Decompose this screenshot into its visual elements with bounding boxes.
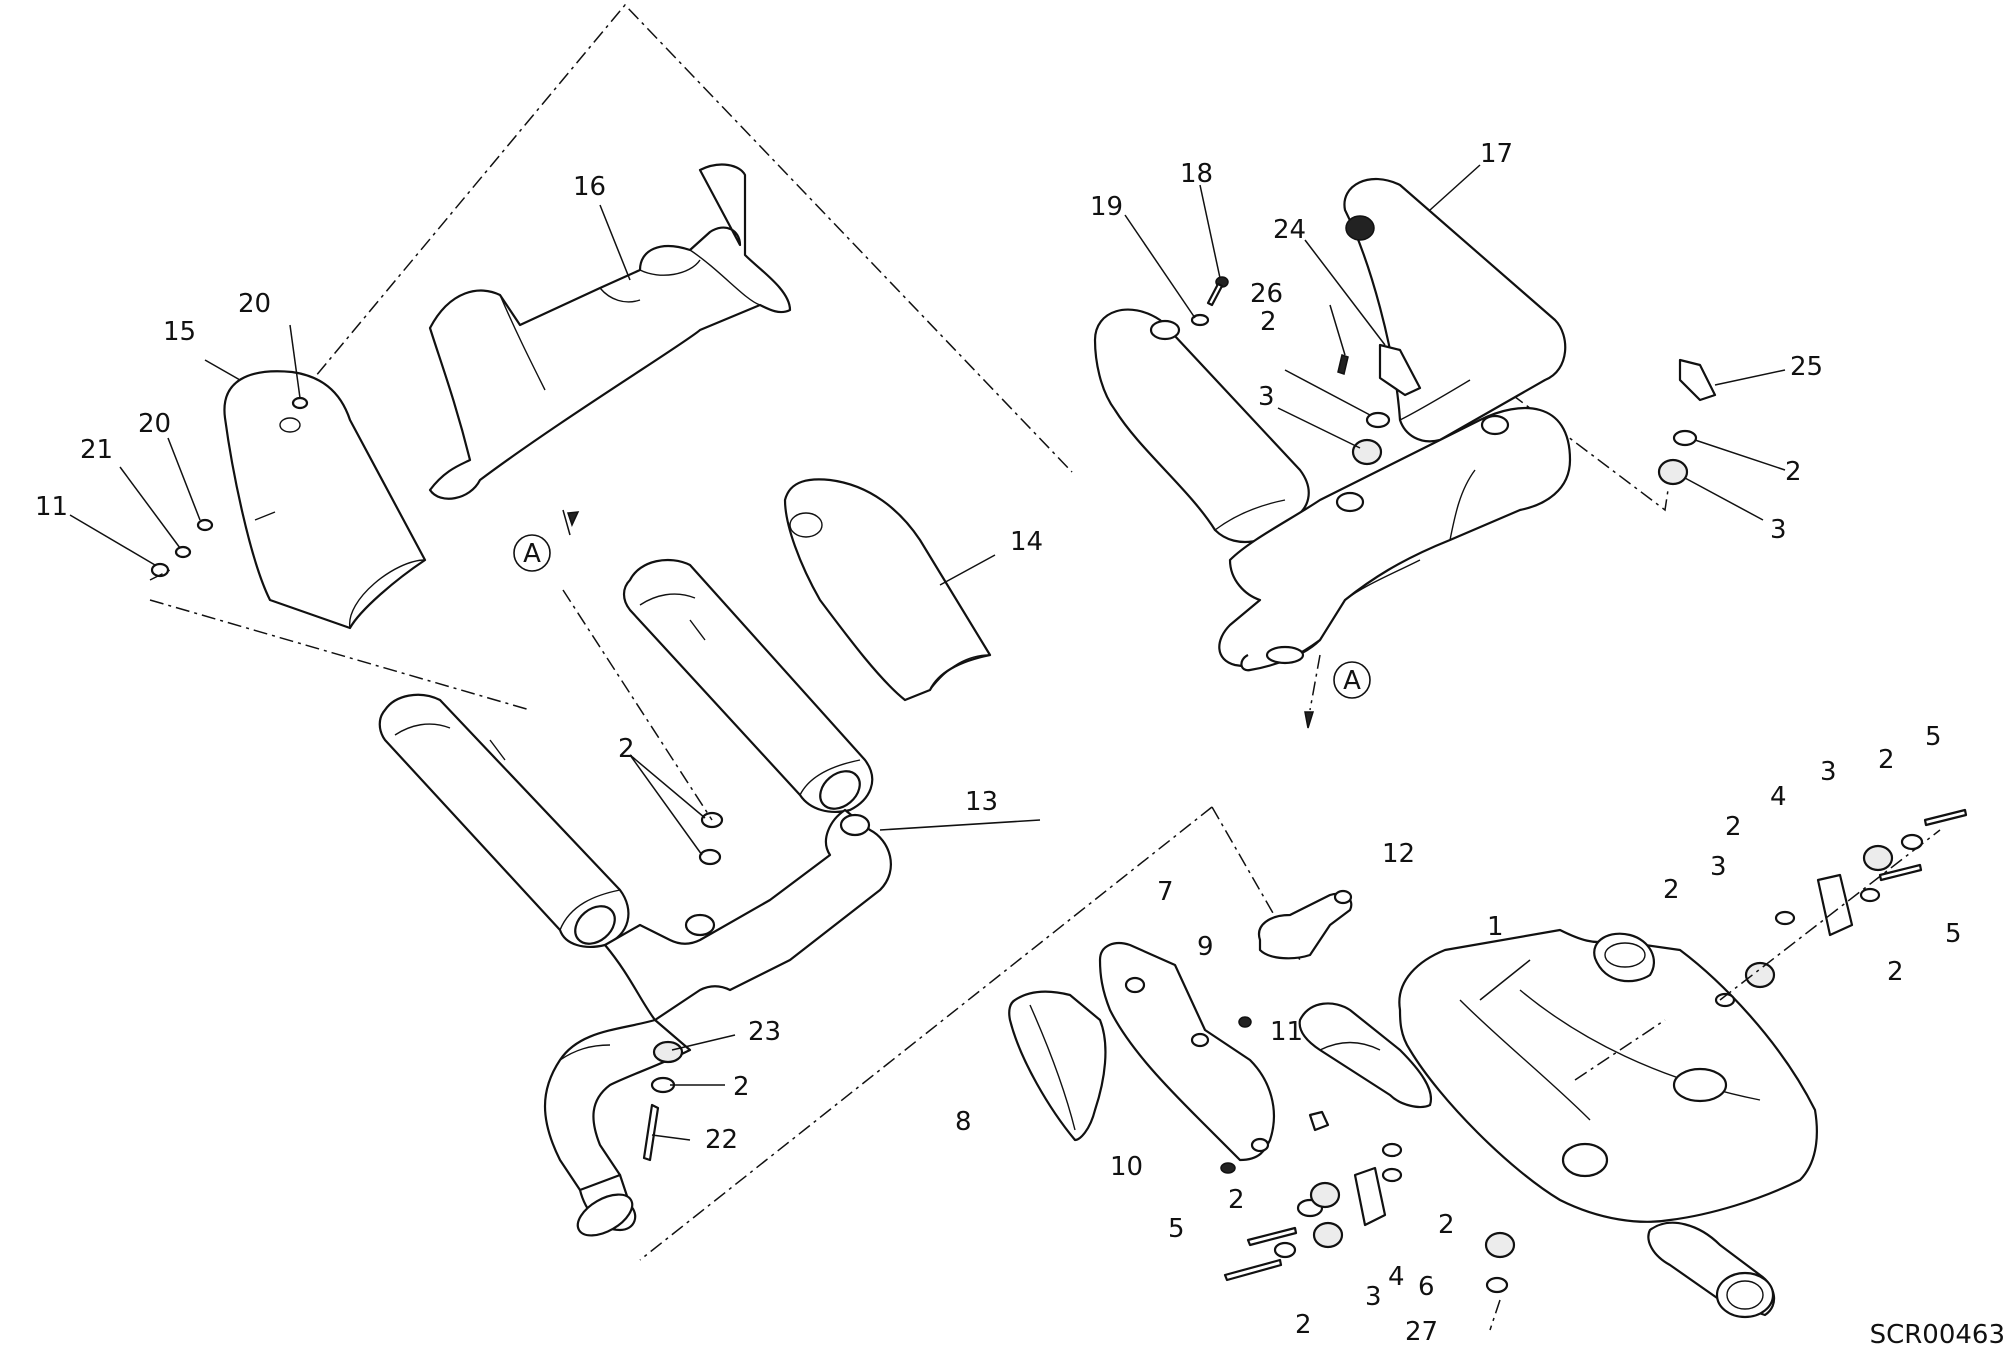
callout-20-a: 20 — [238, 289, 271, 319]
callout-23: 23 — [748, 1017, 781, 1047]
silencer-left-upper — [622, 558, 874, 813]
callout-16: 16 — [573, 172, 606, 202]
callout-3-a: 3 — [1258, 382, 1275, 412]
callout-1: 1 — [1487, 912, 1504, 942]
callout-11-b: 11 — [1270, 1017, 1303, 1047]
callout-4-b: 4 — [1388, 1262, 1405, 1292]
hardware-left — [562, 589, 724, 1162]
callout-2-d: 2 — [1785, 457, 1802, 487]
heat-shield-14 — [783, 478, 992, 702]
callout-3-b: 3 — [1770, 515, 1787, 545]
callout-11-a: 11 — [35, 492, 68, 522]
hardware-header — [1190, 276, 1717, 486]
silencer-box-1 — [1298, 928, 1818, 1319]
view-marker-a-right: A — [1333, 661, 1371, 699]
callout-8: 8 — [955, 1107, 972, 1137]
callout-2-b: 2 — [733, 1072, 750, 1102]
callout-3-d: 3 — [1820, 757, 1837, 787]
callout-14: 14 — [1010, 527, 1043, 557]
heat-shield-16 — [428, 163, 792, 500]
callout-6: 6 — [1418, 1272, 1435, 1302]
callout-2-k: 2 — [1295, 1310, 1312, 1340]
view-marker-a-right-text: A — [1343, 666, 1361, 696]
hardware-lower — [1220, 808, 1968, 1294]
callout-27: 27 — [1405, 1317, 1438, 1347]
callout-3-c: 3 — [1710, 852, 1727, 882]
callout-5-c: 5 — [1168, 1214, 1185, 1244]
heat-shield-8 — [1008, 990, 1107, 1142]
callout-13: 13 — [965, 787, 998, 817]
callout-17: 17 — [1480, 139, 1513, 169]
callout-26: 26 — [1250, 279, 1283, 309]
callout-24: 24 — [1273, 215, 1306, 245]
view-marker-arrow-right — [1304, 654, 1321, 729]
silencer-left-lower — [378, 693, 630, 948]
callout-2-a: 2 — [618, 734, 635, 764]
heat-shield-15 — [223, 370, 427, 630]
callout-4-a: 4 — [1770, 782, 1787, 812]
hardware-11-20-21 — [149, 396, 309, 581]
reference-code: SCR00463 — [1870, 1320, 2005, 1350]
callout-2-i: 2 — [1228, 1185, 1245, 1215]
view-marker-a-left: A — [513, 534, 551, 572]
callout-19: 19 — [1090, 192, 1123, 222]
callout-7: 7 — [1157, 877, 1174, 907]
callout-2-c: 2 — [1260, 307, 1277, 337]
heat-shield-7 — [1098, 942, 1275, 1162]
exhaust-pipe-13 — [544, 808, 892, 1237]
callout-2-g: 2 — [1878, 745, 1895, 775]
callout-3-e: 3 — [1365, 1282, 1382, 1312]
callout-25: 25 — [1790, 352, 1823, 382]
callout-15: 15 — [163, 317, 196, 347]
callout-21: 21 — [80, 435, 113, 465]
callout-5-a: 5 — [1925, 722, 1942, 752]
callout-20-b: 20 — [138, 409, 171, 439]
callout-2-f: 2 — [1725, 812, 1742, 842]
callout-18: 18 — [1180, 159, 1213, 189]
callout-10: 10 — [1110, 1152, 1143, 1182]
view-marker-arrow-left — [562, 509, 580, 536]
callout-5-b: 5 — [1945, 919, 1962, 949]
callout-9: 9 — [1197, 932, 1214, 962]
leader-lines — [69, 164, 1786, 1141]
clamp-12 — [1257, 889, 1353, 960]
callout-labels: 1 2 2 2 2 2 2 2 2 2 2 2 2 3 3 3 3 3 4 4 … — [35, 139, 1962, 1347]
view-marker-a-left-text: A — [523, 539, 541, 569]
header-assembly — [1093, 177, 1572, 672]
callout-12: 12 — [1382, 839, 1415, 869]
callout-2-e: 2 — [1663, 875, 1680, 905]
callout-2-j: 2 — [1438, 1210, 1455, 1240]
callout-22: 22 — [705, 1125, 738, 1155]
callout-2-h: 2 — [1887, 957, 1904, 987]
